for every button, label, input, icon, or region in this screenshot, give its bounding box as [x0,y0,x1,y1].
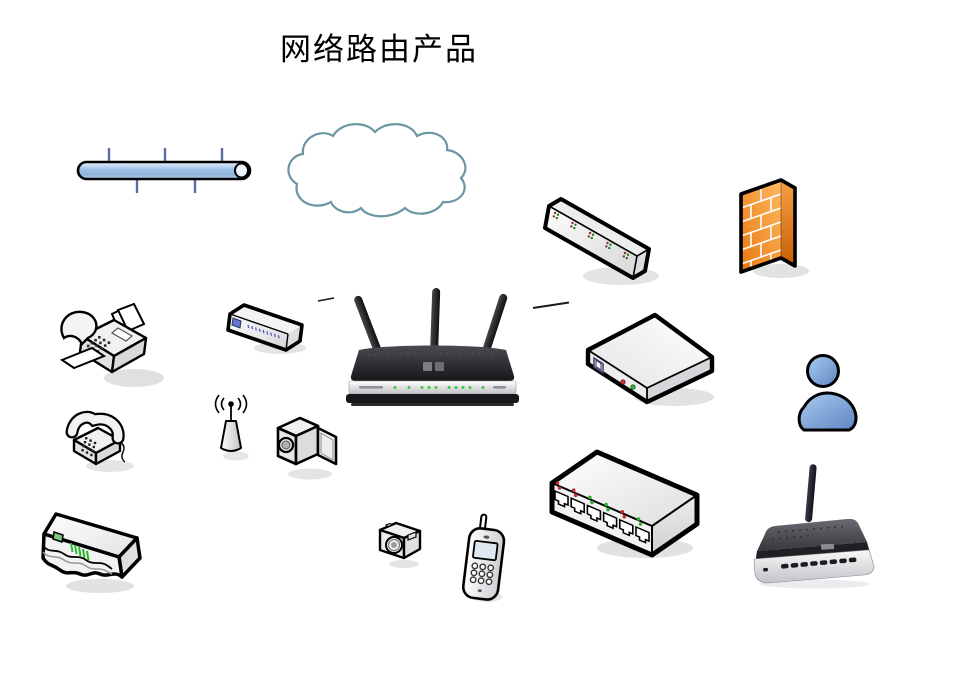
green-led [630,384,636,390]
rj45-ports [554,489,650,544]
hub-switch-icon [533,192,661,288]
green-leds [70,542,90,561]
vent-dots [772,525,843,540]
vent-dots [368,352,494,356]
mobile-phone-icon [455,505,513,605]
logo-mark [423,362,432,371]
modem-panel-light [231,317,242,329]
port-leds [555,481,643,526]
router-antennas [354,288,508,355]
desktop-modem-icon [222,292,310,356]
handset [60,310,98,347]
person-icon [797,351,863,433]
fax-machine-icon [52,298,172,393]
keypad [469,562,495,586]
flash-window [407,531,417,541]
ethernet-switch-icon [545,445,705,563]
router-icon [38,508,153,598]
phone-screen [472,539,499,562]
camcorder-icon [270,408,346,484]
shutter-button [384,522,394,528]
lens [277,436,295,454]
display [110,327,134,342]
handset [65,410,125,445]
status-leds [393,386,485,389]
digital-camera-icon [374,518,430,570]
radio-waves [214,394,248,414]
brick-lines [740,187,782,269]
red-led [620,379,626,385]
wireless-router-icon [345,288,520,410]
keypad [81,437,97,457]
phone-cord [119,441,126,463]
modem-led-row [247,324,280,339]
logo-mark [820,543,835,550]
network-cloud-icon [283,120,483,225]
power-button [52,531,64,543]
page-title: 网络路由产品 [280,32,478,67]
wireless-access-point-icon [743,456,888,590]
telephone-icon [58,406,146,476]
firewall-icon [733,172,811,280]
base-vents [763,557,857,572]
ethernet-segment-icon [75,143,260,198]
radio-antenna-icon [210,392,262,480]
lens [385,536,403,554]
output-paper [59,346,107,370]
broadband-modem-icon [582,311,720,411]
ap-antenna [805,464,817,523]
port-led-dots [552,211,630,260]
